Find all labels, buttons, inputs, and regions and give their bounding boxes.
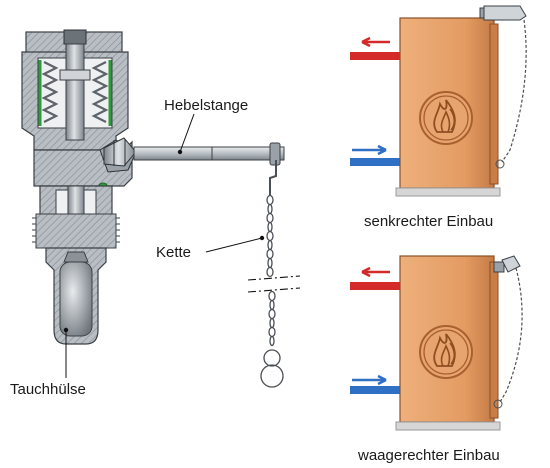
cold-pipe bbox=[350, 386, 402, 394]
base-plate bbox=[395, 421, 501, 431]
chain-link bbox=[267, 203, 273, 215]
flame-icon bbox=[419, 325, 473, 379]
arrow-right-icon bbox=[352, 374, 387, 386]
chain-link bbox=[266, 248, 274, 260]
chain-link bbox=[269, 317, 275, 329]
spring bbox=[41, 61, 109, 123]
cold-pipe bbox=[350, 158, 402, 166]
chain-link bbox=[268, 326, 276, 338]
side-valve bbox=[493, 261, 505, 273]
base-plate bbox=[395, 187, 501, 197]
chain-link bbox=[266, 230, 274, 242]
chain-link bbox=[269, 335, 275, 347]
safety-valve bbox=[21, 29, 137, 345]
label-senkrecht: senkrechter Einbau bbox=[364, 213, 493, 230]
boiler-chain bbox=[499, 267, 523, 403]
chain-link bbox=[267, 239, 273, 251]
arrow-left-icon bbox=[361, 266, 390, 278]
label-kette: Kette bbox=[156, 244, 191, 261]
flame-icon bbox=[419, 91, 473, 145]
chain-link bbox=[267, 221, 273, 233]
chain-link bbox=[266, 212, 274, 224]
label-hebelstange: Hebelstange bbox=[164, 97, 248, 114]
arrow-left-icon bbox=[361, 36, 390, 48]
bulb-cap bbox=[63, 251, 89, 263]
hot-pipe bbox=[350, 282, 402, 290]
chain-link bbox=[268, 308, 276, 320]
chain-link bbox=[269, 299, 275, 311]
chain-link bbox=[266, 194, 274, 206]
lever-rod bbox=[133, 142, 285, 166]
hex-nut bbox=[103, 137, 137, 167]
label-tauchhuelse: Tauchhülse bbox=[10, 381, 86, 398]
chain-leader-line bbox=[205, 237, 263, 253]
lever-leader-line bbox=[179, 113, 195, 153]
sensor-bulb bbox=[59, 261, 93, 337]
spring-plate bbox=[59, 69, 91, 81]
top-valve-lever bbox=[483, 5, 527, 21]
boiler-chain bbox=[501, 19, 527, 163]
thread bbox=[32, 213, 120, 249]
arrow-right-icon bbox=[352, 144, 387, 156]
chain bbox=[247, 160, 301, 388]
hot-pipe bbox=[350, 52, 402, 60]
chain-link bbox=[266, 266, 274, 278]
valve-stem bbox=[65, 43, 85, 141]
boiler-horizontal-install bbox=[350, 255, 523, 431]
side-valve-lever bbox=[501, 255, 521, 273]
boiler-vertical-install bbox=[350, 5, 527, 197]
valve-top-nut bbox=[63, 29, 87, 45]
chain-link bbox=[268, 290, 276, 302]
label-waagerecht: waagerechter Einbau bbox=[357, 447, 500, 464]
chain-link bbox=[267, 257, 273, 269]
